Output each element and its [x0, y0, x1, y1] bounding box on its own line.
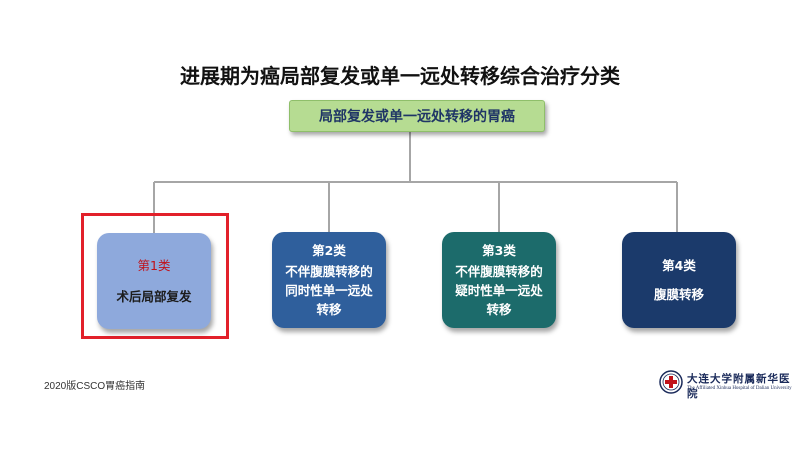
root-node-label: 局部复发或单一远处转移的胃癌 — [319, 109, 515, 125]
hospital-name-cn: 大连大学附属新华医院 — [687, 373, 791, 400]
category-3-heading: 第3类 — [482, 243, 516, 258]
category-2-description: 不伴腹膜转移的 同时性单一远处 转移 — [285, 264, 373, 317]
source-note: 2020版CSCO胃癌指南 — [44, 381, 146, 392]
category-node-1: 第1类 术后局部复发 — [97, 233, 211, 329]
category-node-4: 第4类 腹膜转移 — [622, 232, 736, 328]
category-1-description: 术后局部复发 — [116, 289, 192, 304]
hospital-name-en: The Affiliated Xinhua Hospital of Dalian… — [687, 386, 792, 391]
category-4-description: 腹膜转移 — [653, 287, 704, 302]
category-node-2: 第2类 不伴腹膜转移的 同时性单一远处 转移 — [272, 232, 386, 328]
category-1-heading: 第1类 — [137, 258, 171, 273]
category-3-description: 不伴腹膜转移的 疑时性单一远处 转移 — [455, 264, 543, 317]
hospital-logo: 大连大学附属新华医院 The Affiliated Xinhua Hospita… — [659, 369, 799, 400]
category-2-heading: 第2类 — [312, 243, 346, 258]
hospital-emblem-icon — [659, 370, 683, 394]
category-1-highlight-frame — [81, 213, 229, 339]
page-title: 进展期为癌局部复发或单一远处转移综合治疗分类 — [180, 64, 620, 88]
root-node: 局部复发或单一远处转移的胃癌 — [289, 100, 545, 132]
category-node-3: 第3类 不伴腹膜转移的 疑时性单一远处 转移 — [442, 232, 556, 328]
category-4-heading: 第4类 — [662, 258, 696, 273]
